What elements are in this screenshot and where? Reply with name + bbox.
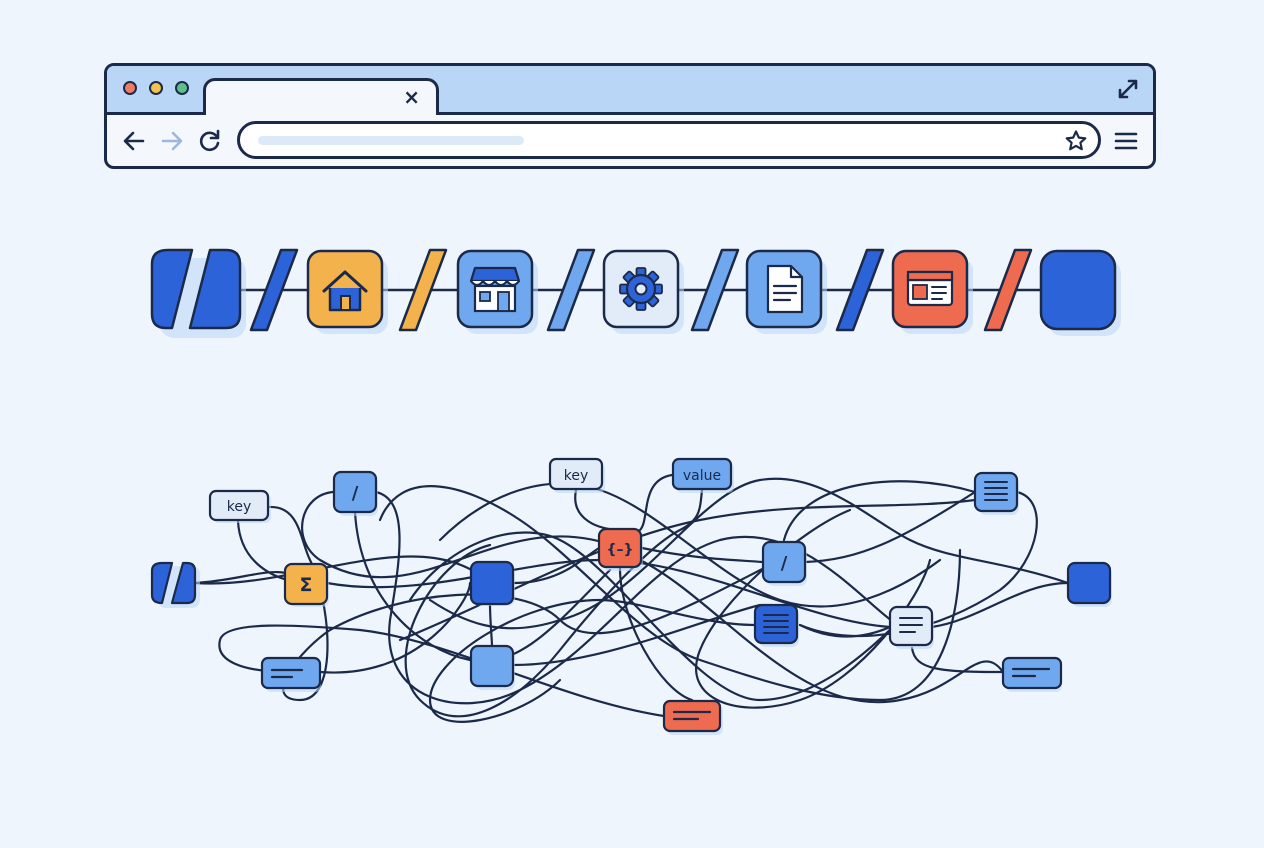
tab-close-button[interactable]: × [403, 85, 420, 109]
node-slash-mid-label: / [781, 553, 788, 574]
node-list-dark[interactable] [753, 603, 799, 647]
breadcrumb-end[interactable] [1039, 249, 1121, 336]
node-key-top-label: key [564, 468, 589, 484]
breadcrumb-separator [690, 248, 740, 332]
breadcrumb-settings[interactable] [602, 249, 684, 334]
browser-window-icon [906, 270, 954, 307]
address-placeholder [258, 136, 524, 145]
graph-edges [193, 473, 1070, 723]
node-text-bottom[interactable] [662, 699, 723, 735]
node-key-left[interactable]: key [208, 489, 271, 523]
hamburger-menu-icon[interactable] [1113, 128, 1139, 154]
node-slash-top[interactable]: / [332, 470, 378, 516]
browser-tab[interactable]: × [203, 78, 439, 115]
node-text-right[interactable] [1001, 656, 1063, 692]
arrow-left-icon[interactable] [121, 128, 147, 154]
browser-toolbar [107, 112, 1153, 166]
node-key-left-label: key [227, 499, 252, 515]
node-value-top-label: value [683, 468, 721, 484]
node-key-top[interactable]: key [548, 457, 605, 493]
breadcrumb-separator [546, 248, 596, 332]
node-value-top[interactable]: value [671, 457, 734, 493]
node-braces[interactable]: {–} [597, 527, 643, 571]
node-slash-left[interactable] [150, 561, 200, 608]
store-icon [469, 266, 521, 313]
breadcrumb-separator [983, 248, 1033, 332]
window-maximize-button[interactable] [175, 81, 189, 95]
node-sigma[interactable]: Σ [283, 562, 329, 607]
gear-icon [619, 267, 663, 311]
title-bar: × [107, 66, 1153, 115]
reload-icon[interactable] [197, 128, 223, 154]
node-text-left[interactable] [260, 656, 322, 692]
window-minimize-button[interactable] [149, 81, 163, 95]
star-icon[interactable] [1064, 129, 1088, 153]
breadcrumb-separator [835, 248, 885, 332]
breadcrumb-browser[interactable] [891, 249, 973, 334]
node-square-right[interactable] [1066, 561, 1112, 607]
breadcrumb-separator [249, 248, 299, 332]
document-icon [766, 264, 804, 314]
node-square-dark[interactable] [469, 560, 515, 606]
expand-icon[interactable] [1117, 78, 1139, 100]
node-slash-mid[interactable]: / [761, 540, 807, 586]
breadcrumb-store[interactable] [456, 249, 538, 334]
breadcrumb-separator [398, 248, 448, 332]
node-list-top-right[interactable] [973, 471, 1019, 515]
node-list-pale[interactable] [888, 605, 934, 649]
window-close-button[interactable] [123, 81, 137, 95]
arrow-right-icon[interactable] [159, 128, 185, 154]
home-icon [322, 270, 368, 312]
node-slash-top-label: / [352, 483, 359, 504]
breadcrumb-root[interactable] [150, 248, 246, 338]
breadcrumb-document[interactable] [745, 249, 827, 334]
address-bar[interactable] [237, 121, 1101, 159]
node-braces-label: {–} [607, 542, 634, 558]
node-sigma-label: Σ [300, 574, 313, 596]
node-square-light[interactable] [469, 644, 515, 690]
breadcrumb-home[interactable] [306, 249, 388, 334]
browser-window: × [104, 63, 1156, 169]
